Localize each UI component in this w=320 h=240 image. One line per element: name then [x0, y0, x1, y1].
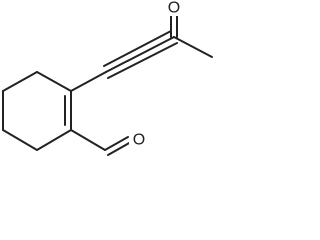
aldehyde-double-bond-2 [107, 141, 132, 156]
chemical-structure: O O [2, 0, 213, 156]
bond-ring-to-alkyne [70, 71, 107, 92]
bond-c5-c6 [36, 129, 72, 151]
triple-bond-line-1 [105, 36, 175, 73]
bond-carbonyl-to-methyl [173, 36, 213, 58]
aldehyde-group: O [70, 129, 149, 156]
cyclohexene-ring [2, 71, 72, 151]
triple-bond-line-3 [107, 42, 178, 79]
bond-c1-c2 [36, 71, 72, 92]
aldehyde-double-bond-1 [104, 136, 129, 151]
bond-c2-c3 [2, 71, 38, 92]
butynone-chain: O [70, 0, 213, 92]
ketone-oxygen-label: O [168, 0, 180, 17]
bond-c4-c5 [2, 129, 38, 151]
bond-ring-to-cho [70, 129, 106, 151]
triple-bond-line-2 [103, 30, 172, 67]
aldehyde-oxygen-label: O [133, 132, 145, 149]
